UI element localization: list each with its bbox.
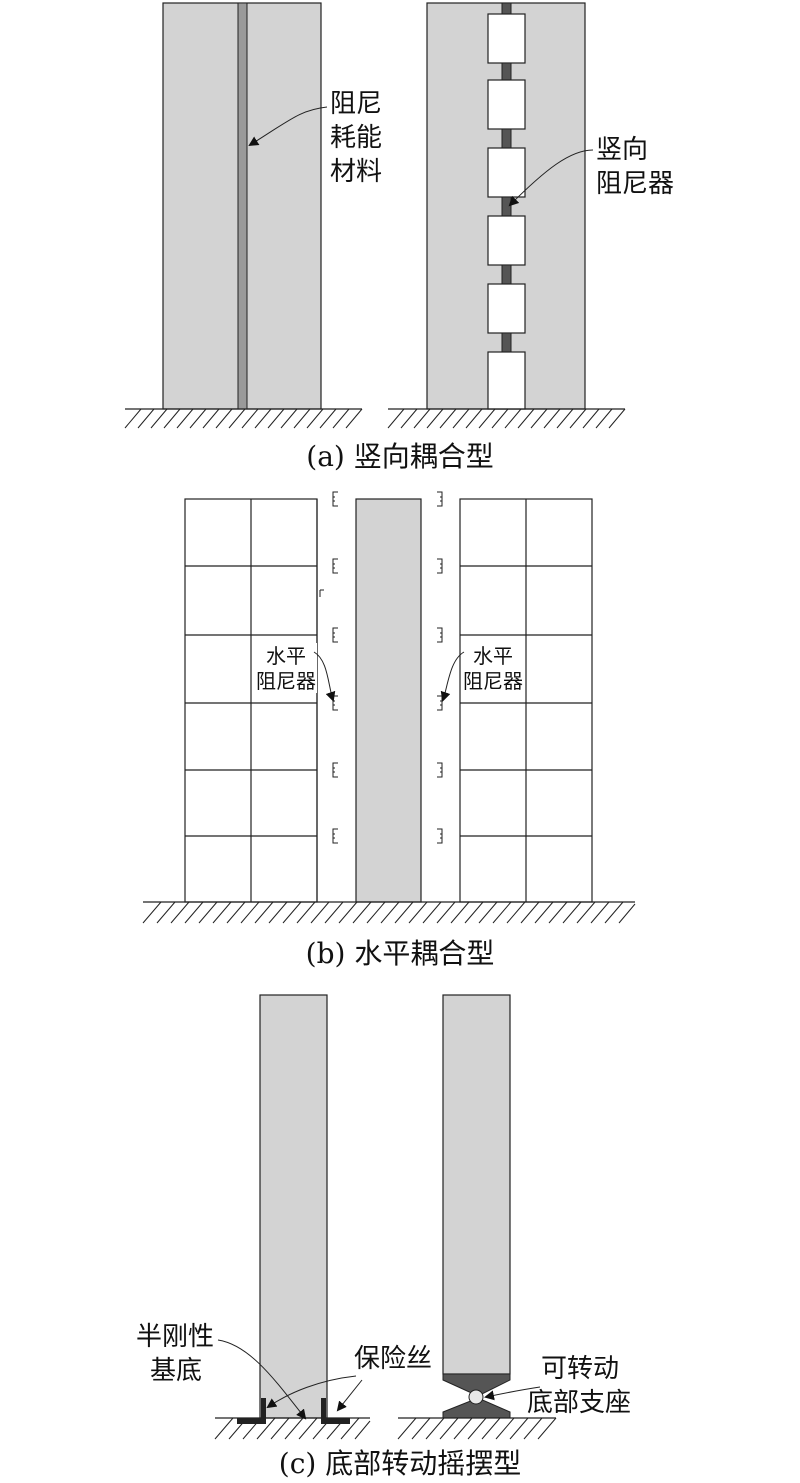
arrow-hdamper-left [313, 651, 336, 702]
arrow-fuse-right [336, 1379, 363, 1412]
label-damping-2: 耗能 [330, 123, 382, 153]
ground-c-right [397, 1417, 557, 1440]
fuse-right [321, 1398, 350, 1424]
caption-c: (c) 底部转动摇摆型 [279, 1447, 521, 1480]
caption-a: (a) 竖向耦合型 [306, 440, 493, 473]
fuse-left [237, 1398, 266, 1424]
label-damping-1: 阻尼 [330, 89, 382, 119]
horizontal-dampers-left [319, 491, 338, 844]
support-top [442, 1373, 511, 1397]
arrow-fuse-left [266, 1375, 357, 1409]
ground-a-right [387, 408, 626, 429]
panel-b: 水平 阻尼器 水平 阻尼器 (b) 水平耦合型 [142, 491, 636, 970]
frame-right [459, 498, 593, 903]
arrow-hdamper-right [440, 651, 465, 702]
label-hdamper-right-2: 阻尼器 [463, 669, 523, 693]
ground-c-left [214, 1417, 371, 1440]
arrow-semirigid [217, 1339, 307, 1420]
pivot-ball [468, 1389, 484, 1405]
arrow-support [484, 1386, 541, 1401]
wall-c-left [259, 994, 328, 1419]
horizontal-dampers-right [437, 491, 443, 844]
caption-b: (b) 水平耦合型 [306, 937, 495, 970]
label-hdamper-right-1: 水平 [473, 644, 513, 668]
label-vdamper-2: 阻尼器 [596, 169, 674, 199]
arrow-damping-material [248, 106, 328, 147]
label-semirigid-1: 半刚性 [136, 1322, 214, 1352]
label-vdamper-1: 竖向 [596, 135, 648, 165]
arrow-vertical-damper [508, 149, 594, 207]
vertical-dampers [487, 2, 526, 410]
label-support-2: 底部支座 [527, 1388, 631, 1418]
label-damping-3: 材料 [330, 157, 382, 187]
wall-c-right [442, 994, 511, 1375]
label-fuse: 保险丝 [354, 1344, 432, 1374]
panel-a: 阻尼 耗能 材料 竖向 阻尼器 [124, 2, 674, 473]
wall-b-center [355, 498, 422, 903]
ground-b [142, 901, 636, 924]
label-hdamper-left-2: 阻尼器 [256, 669, 316, 693]
panel-c: 半刚性 基底 保险丝 可转动 底部支座 (c) 底部转动摇摆型 [136, 994, 631, 1480]
label-bg-left [255, 643, 317, 693]
label-semirigid-2: 基底 [150, 1356, 202, 1386]
label-support-1: 可转动 [541, 1354, 619, 1384]
label-bg-right [461, 643, 525, 693]
frame-left [184, 498, 318, 903]
ground-a-left [124, 408, 363, 429]
damping-strip [237, 2, 248, 410]
label-hdamper-left-1: 水平 [266, 644, 306, 668]
